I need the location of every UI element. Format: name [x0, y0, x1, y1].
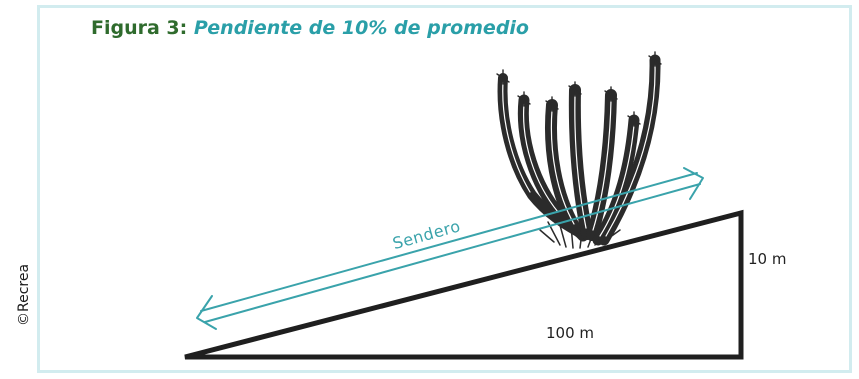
figure-frame: [37, 5, 852, 373]
slope-triangle: [184, 209, 744, 360]
figure-subtitle: Pendiente de 10% de promedio: [193, 17, 529, 39]
figure-title: Figura 3: Pendiente de 10% de promedio: [91, 17, 529, 39]
run-label: 100 m: [546, 324, 594, 342]
rise-label: 10 m: [748, 250, 786, 268]
figure-label: Figura 3:: [91, 17, 188, 39]
double-headed-arrow: [196, 167, 704, 330]
